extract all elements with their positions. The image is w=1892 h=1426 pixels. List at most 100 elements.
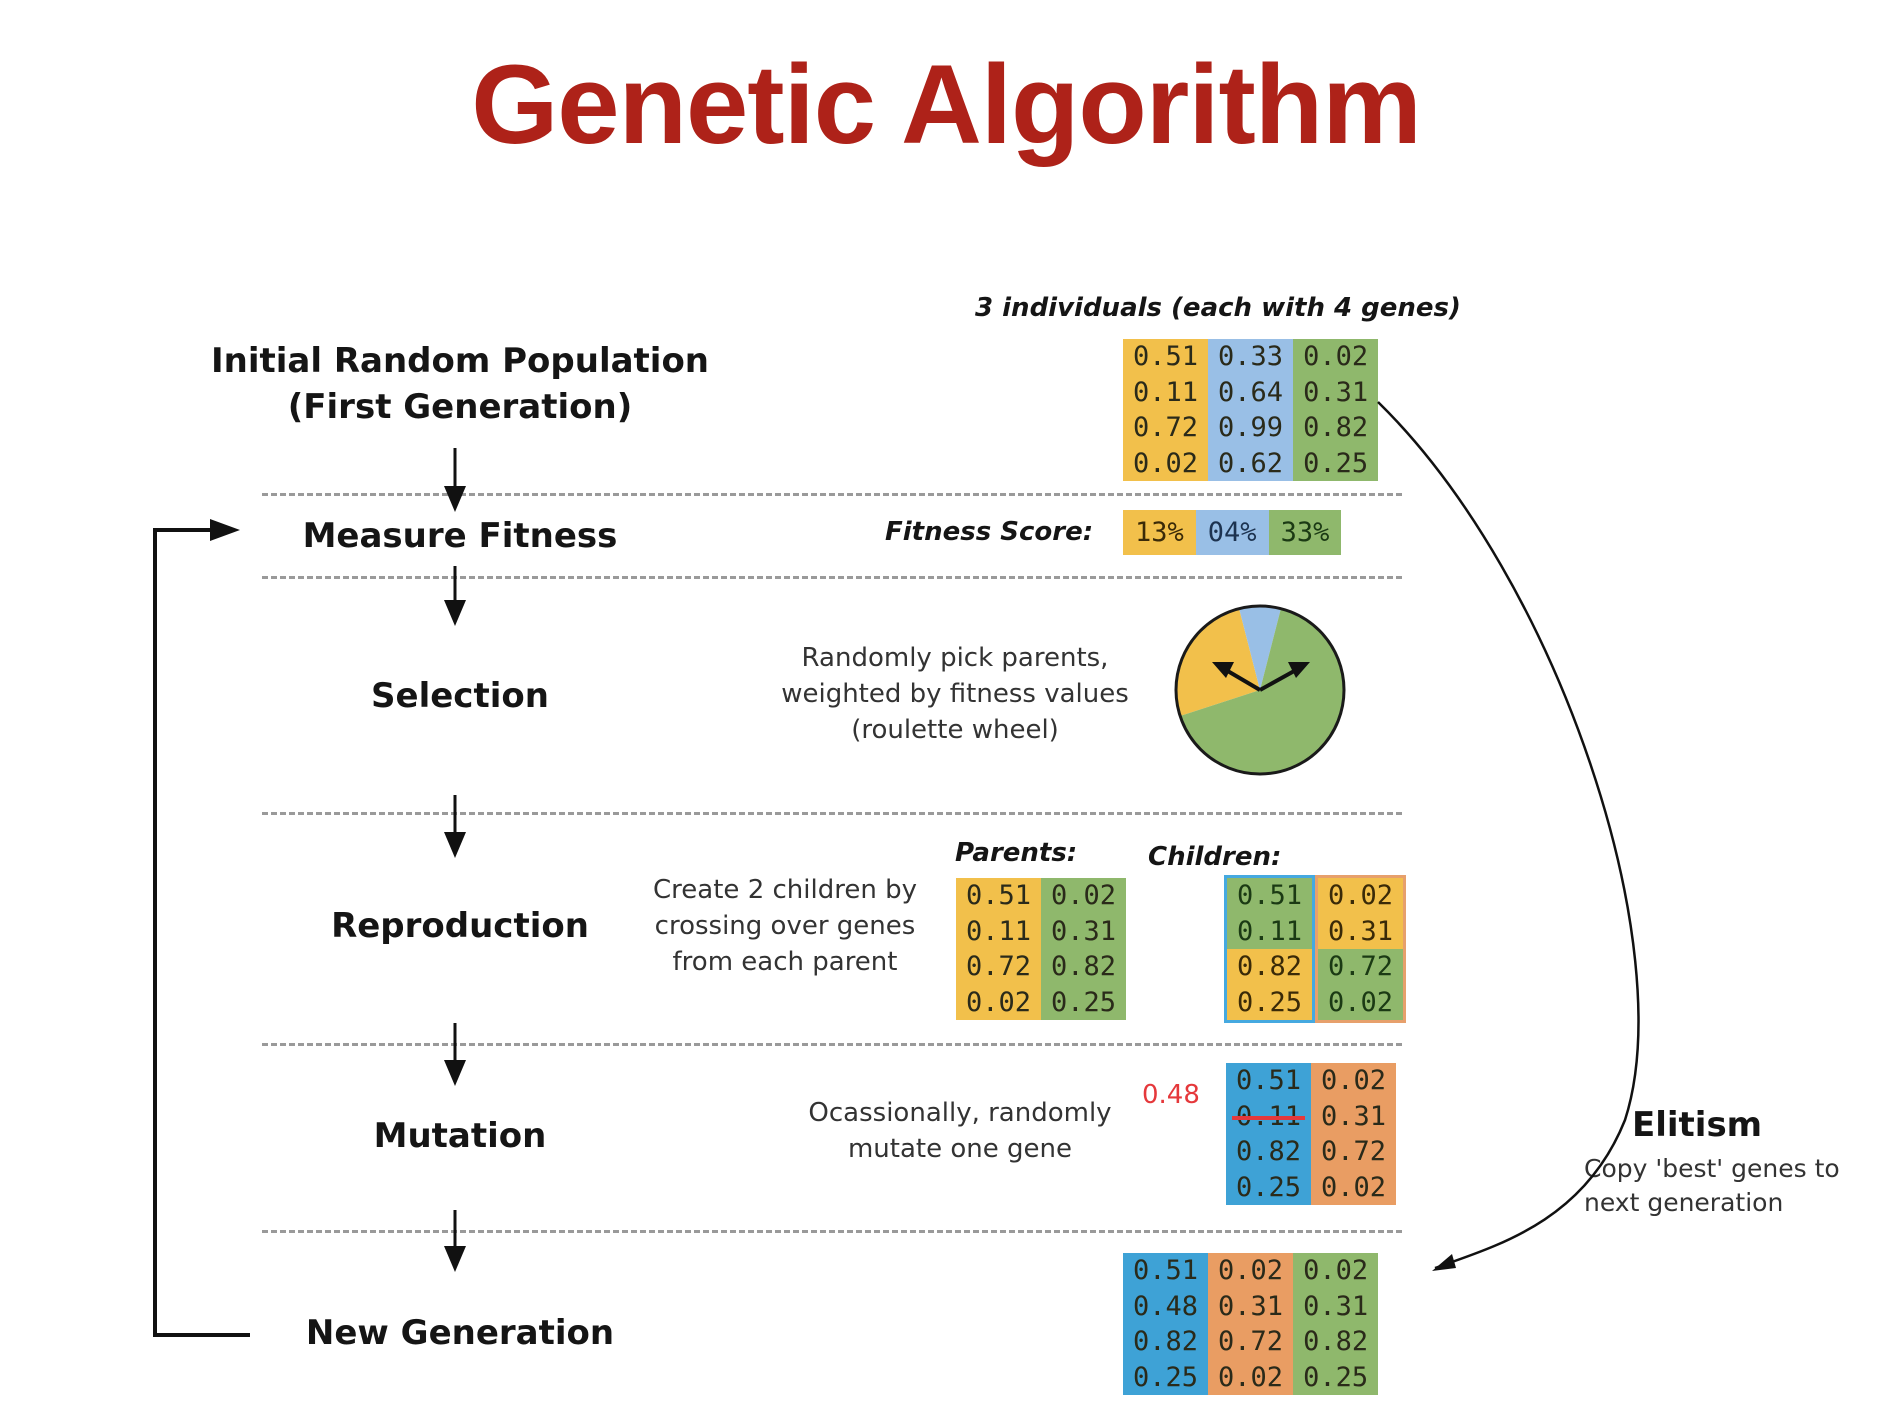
desc-line: next generation bbox=[1584, 1188, 1784, 1217]
gene: 0.82 bbox=[1303, 1326, 1369, 1357]
down-arrow-icon bbox=[444, 795, 466, 858]
gene: 0.33 bbox=[1218, 341, 1284, 372]
step-initial-population: Initial Random Population (First Generat… bbox=[160, 338, 760, 430]
gene: 0.51 bbox=[1236, 1065, 1302, 1096]
step-mutation: Mutation bbox=[373, 1116, 547, 1156]
desc-line: from each parent bbox=[672, 947, 898, 977]
parents-caption: Parents: bbox=[955, 838, 1078, 868]
individual-3: 0.02 0.31 0.82 0.25 bbox=[1293, 339, 1379, 481]
gene: 0.99 bbox=[1218, 412, 1284, 443]
new-individual-1: 0.51 0.48 0.82 0.25 bbox=[1123, 1253, 1209, 1395]
individual-2: 0.33 0.64 0.99 0.62 bbox=[1208, 339, 1294, 481]
gene: 0.02 bbox=[1303, 1255, 1369, 1286]
gene: 0.31 bbox=[1321, 1100, 1387, 1132]
gene: 0.64 bbox=[1218, 376, 1284, 408]
gene-struck-out: 0.11 bbox=[1226, 1099, 1311, 1135]
loop-back-arrow-icon bbox=[153, 519, 250, 1337]
step-initial-line2: (First Generation) bbox=[287, 387, 633, 427]
separator bbox=[262, 1043, 1402, 1046]
gene: 0.72 bbox=[1218, 1326, 1284, 1357]
step-new-generation: New Generation bbox=[305, 1313, 615, 1353]
step-reproduction: Reproduction bbox=[331, 906, 589, 946]
elitism-description: Copy 'best' genes to next generation bbox=[1584, 1152, 1840, 1220]
gene: 0.51 bbox=[1227, 878, 1313, 914]
separator bbox=[262, 493, 1402, 496]
gene: 0.02 bbox=[966, 986, 1032, 1018]
down-arrow-icon bbox=[444, 1023, 466, 1086]
desc-line: Ocassionally, randomly bbox=[808, 1098, 1112, 1128]
desc-line: Randomly pick parents, bbox=[801, 643, 1109, 673]
separator bbox=[262, 812, 1402, 815]
parents-grid: 0.51 0.11 0.72 0.02 0.02 0.31 0.82 0.25 bbox=[956, 878, 1127, 1020]
gene: 0.31 bbox=[1318, 913, 1404, 949]
gene: 0.48 bbox=[1133, 1290, 1199, 1322]
parent-2: 0.02 0.31 0.82 0.25 bbox=[1041, 878, 1127, 1020]
step-measure-fitness: Measure Fitness bbox=[302, 516, 618, 556]
gene: 0.02 bbox=[1318, 878, 1404, 914]
down-arrow-icon bbox=[444, 448, 466, 512]
mutated-child-2: 0.02 0.31 0.72 0.02 bbox=[1311, 1063, 1397, 1205]
mutation-grid: 0.51 0.11 0.82 0.25 0.02 0.31 0.72 0.02 bbox=[1226, 1063, 1397, 1205]
gene: 0.31 bbox=[1303, 376, 1369, 408]
gene: 0.25 bbox=[1236, 1171, 1302, 1203]
gene: 0.82 bbox=[1051, 951, 1117, 982]
gene: 0.72 bbox=[1318, 949, 1404, 985]
roulette-wheel bbox=[1174, 604, 1346, 776]
child-1: 0.51 0.11 0.82 0.25 bbox=[1224, 875, 1316, 1023]
desc-line: (roulette wheel) bbox=[851, 715, 1059, 745]
children-grid: 0.51 0.11 0.82 0.25 0.02 0.31 0.72 0.02 bbox=[1224, 875, 1407, 1023]
down-arrow-icon bbox=[444, 566, 466, 626]
fitness-score: 04% bbox=[1195, 510, 1269, 555]
desc-line: mutate one gene bbox=[847, 1134, 1072, 1164]
elitism-title: Elitism bbox=[1632, 1105, 1763, 1145]
gene: 0.82 bbox=[1303, 412, 1369, 443]
gene: 0.72 bbox=[966, 951, 1032, 982]
gene: 0.11 bbox=[1133, 376, 1199, 408]
gene: 0.25 bbox=[1303, 1361, 1369, 1393]
gene: 0.31 bbox=[1218, 1290, 1284, 1322]
gene: 0.11 bbox=[966, 915, 1032, 947]
gene: 0.62 bbox=[1218, 447, 1284, 479]
gene: 0.02 bbox=[1051, 880, 1117, 911]
population-caption: 3 individuals (each with 4 genes) bbox=[975, 293, 1461, 323]
fitness-caption: Fitness Score: bbox=[885, 517, 1094, 547]
down-arrow-icon bbox=[444, 1210, 466, 1272]
step-selection: Selection bbox=[371, 676, 549, 716]
selection-description: Randomly pick parents, weighted by fitne… bbox=[745, 640, 1165, 748]
gene: 0.31 bbox=[1051, 915, 1117, 947]
gene: 0.25 bbox=[1227, 984, 1313, 1020]
new-individual-3: 0.02 0.31 0.82 0.25 bbox=[1293, 1253, 1379, 1395]
gene: 0.02 bbox=[1218, 1255, 1284, 1286]
gene: 0.72 bbox=[1133, 412, 1199, 443]
parent-1: 0.51 0.11 0.72 0.02 bbox=[956, 878, 1042, 1020]
gene: 0.51 bbox=[1133, 341, 1199, 372]
wheel-slice-individual-3 bbox=[1180, 608, 1344, 774]
gene: 0.25 bbox=[1303, 447, 1369, 479]
gene: 0.02 bbox=[1133, 447, 1199, 479]
gene: 0.72 bbox=[1321, 1136, 1387, 1167]
gene: 0.51 bbox=[966, 880, 1032, 911]
mutated-child-1: 0.51 0.11 0.82 0.25 bbox=[1226, 1063, 1312, 1205]
fitness-score: 13% bbox=[1123, 510, 1196, 555]
population-grid: 0.51 0.11 0.72 0.02 0.33 0.64 0.99 0.62 … bbox=[1123, 339, 1379, 481]
desc-line: Create 2 children by bbox=[653, 875, 917, 905]
fitness-score: 33% bbox=[1268, 510, 1342, 555]
gene: 0.02 bbox=[1218, 1361, 1284, 1393]
gene: 0.82 bbox=[1133, 1326, 1199, 1357]
gene: 0.02 bbox=[1303, 341, 1369, 372]
separator bbox=[262, 1230, 1402, 1233]
wheel-rim bbox=[1174, 604, 1346, 776]
page-title: Genetic Algorithm bbox=[471, 42, 1422, 167]
elitism-arrow-icon bbox=[1377, 401, 1640, 1271]
separator bbox=[262, 576, 1402, 579]
children-caption: Children: bbox=[1148, 842, 1282, 872]
desc-line: Copy 'best' genes to bbox=[1584, 1154, 1840, 1183]
desc-line: crossing over genes bbox=[654, 911, 916, 941]
reproduction-description: Create 2 children by crossing over genes… bbox=[620, 872, 950, 980]
gene: 0.02 bbox=[1321, 1065, 1387, 1096]
gene: 0.82 bbox=[1227, 949, 1313, 985]
desc-line: weighted by fitness values bbox=[781, 679, 1129, 709]
gene: 0.51 bbox=[1133, 1255, 1199, 1286]
individual-1: 0.51 0.11 0.72 0.02 bbox=[1123, 339, 1209, 481]
